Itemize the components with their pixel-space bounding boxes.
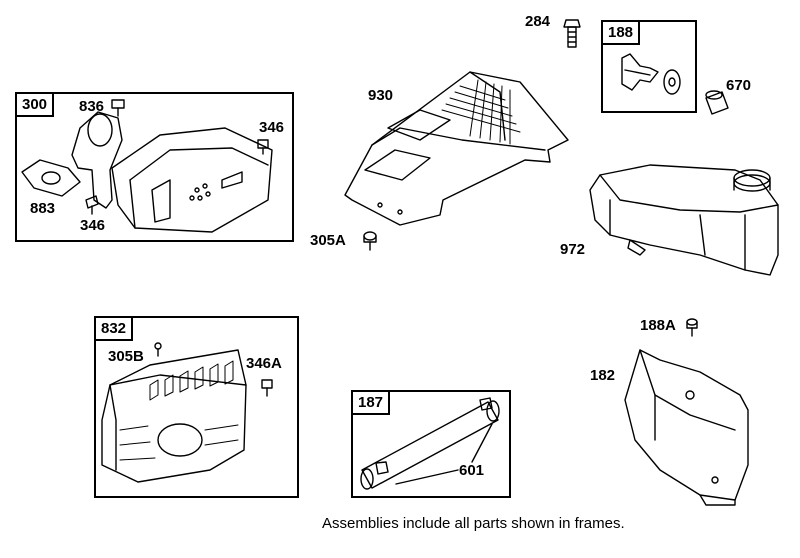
- frame-188-label: 188: [601, 20, 641, 45]
- frame-832: 832: [94, 316, 299, 498]
- part-label-972: 972: [560, 241, 586, 258]
- part-label-188a: 188A: [640, 317, 676, 334]
- screw-188a-drawing: [686, 318, 698, 337]
- fuel-tank-drawing: [589, 164, 779, 276]
- bolt-and-washer-drawing: [621, 53, 681, 95]
- frame-300-label: 300: [15, 92, 55, 117]
- frame-188: 188: [601, 20, 697, 113]
- part-label-601: 601: [459, 462, 485, 479]
- part-label-284: 284: [525, 13, 551, 30]
- frame-187-label: 187: [351, 390, 391, 415]
- frame-187: 187: [351, 390, 511, 498]
- screw-305a-drawing: [363, 231, 377, 251]
- part-label-346-bottom: 346: [80, 217, 106, 234]
- part-label-305a: 305A: [310, 232, 346, 249]
- muffler-guard-drawing: [101, 342, 273, 483]
- bracket-drawing: [624, 349, 749, 506]
- part-label-346-top: 346: [259, 119, 285, 136]
- fuel-line-drawing: [360, 397, 500, 490]
- frame-832-label: 832: [94, 316, 134, 341]
- air-cleaner-cover-drawing: [344, 71, 569, 226]
- spacer-670-drawing: [705, 90, 729, 115]
- part-label-182: 182: [590, 367, 616, 384]
- frame-300: 300: [15, 92, 294, 242]
- part-label-836: 836: [79, 98, 105, 115]
- part-label-930: 930: [368, 87, 394, 104]
- muffler-assembly-drawing: [21, 99, 273, 233]
- part-label-883: 883: [30, 200, 56, 217]
- part-label-346a: 346A: [246, 355, 282, 372]
- screw-284-drawing: [563, 19, 581, 48]
- part-label-305b: 305B: [108, 348, 144, 365]
- part-label-670: 670: [726, 77, 752, 94]
- assemblies-note: Assemblies include all parts shown in fr…: [322, 515, 625, 532]
